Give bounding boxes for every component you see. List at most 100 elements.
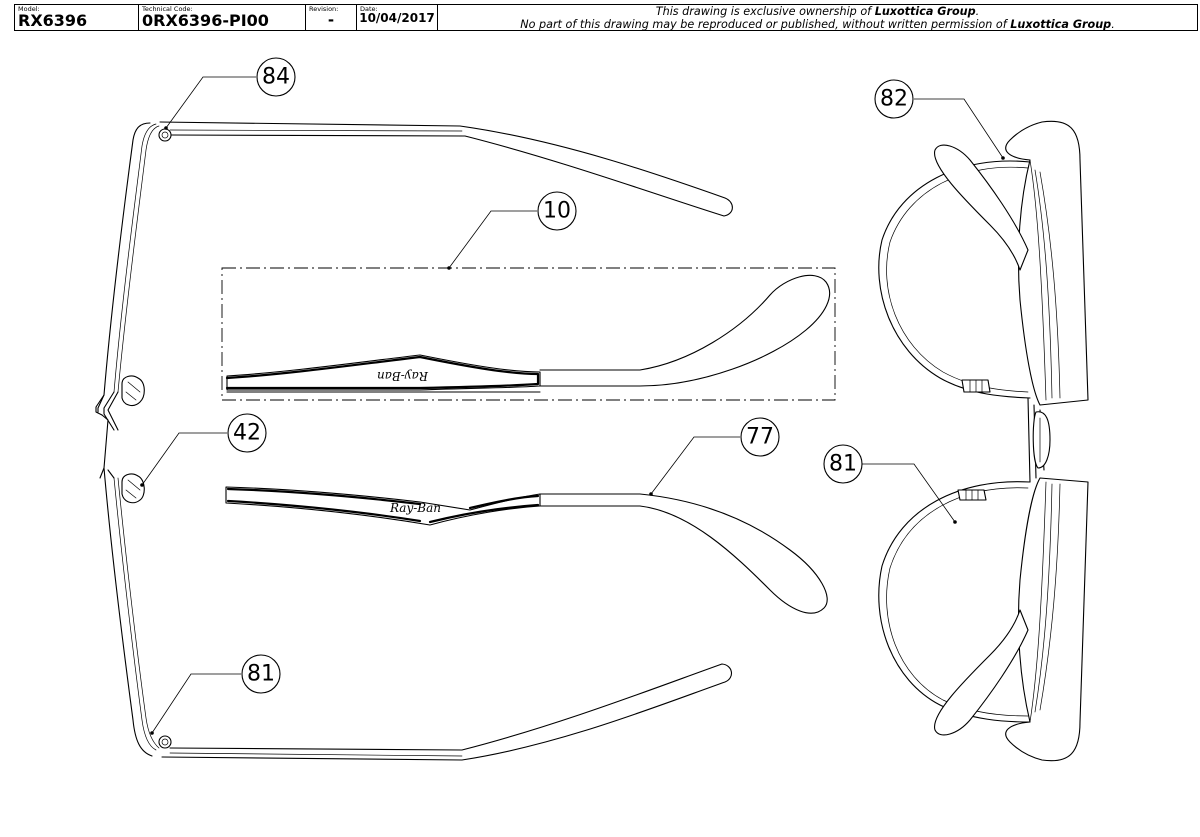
date-cell: Date: 10/04/2017 <box>357 5 438 30</box>
lower-temple-edge <box>169 752 463 757</box>
bubble-84 <box>256 57 296 97</box>
front-rim-lower-inner <box>113 477 157 751</box>
callout-42-label: 42 <box>233 421 261 446</box>
detail-temple-arm <box>539 274 831 387</box>
leader-82-dot <box>1001 156 1005 160</box>
callout-bottom-hinge: 81 <box>150 654 281 735</box>
callout-81a-label: 81 <box>247 662 275 687</box>
side-temple-arm <box>539 493 828 614</box>
upper-temple-edge <box>169 129 463 132</box>
ownership-notice: This drawing is exclusive ownership of L… <box>438 5 1197 31</box>
detail-box <box>221 267 836 401</box>
leader-10-dot <box>447 266 451 270</box>
top-hinge-screw <box>158 128 172 142</box>
technical-code-value: 0RX6396-PI00 <box>142 11 269 30</box>
date-caption: Date: <box>360 5 378 13</box>
front-lower-rim <box>878 481 1031 723</box>
lower-temple <box>161 663 732 761</box>
side-logo: Ray-Ban <box>389 501 441 515</box>
front-rim-upper-inner-2 <box>117 125 160 393</box>
model-caption: Model: <box>18 5 40 13</box>
nose-pad-lower <box>121 473 145 504</box>
callout-84-label: 84 <box>262 65 290 90</box>
upper-temple <box>159 121 733 217</box>
bottom-hinge-screw-inner <box>161 738 169 746</box>
notice-line-1: This drawing is exclusive ownership of L… <box>655 5 980 18</box>
front-lower-temple-edge-1 <box>1029 481 1047 723</box>
side-temple-sleeve <box>225 486 541 526</box>
bubble-77 <box>740 417 780 457</box>
callout-front-rim: 82 <box>874 79 1005 160</box>
leader-42-dot <box>140 483 144 487</box>
model-cell: Model: RX6396 <box>15 5 139 30</box>
front-lower-temple-edge-3 <box>1039 483 1061 711</box>
callout-temple-tip: 77 <box>649 417 780 496</box>
bubble-42 <box>227 413 267 453</box>
leader-82 <box>914 98 1004 159</box>
callout-front-lens: 81 <box>823 444 957 524</box>
front-lower-temple-edge-2 <box>1034 483 1053 713</box>
front-rim-lower <box>101 414 153 757</box>
model-value: RX6396 <box>18 11 88 30</box>
front-upper-hinge-detail <box>969 379 983 393</box>
bubble-10 <box>537 191 577 231</box>
callout-81b-label: 81 <box>829 452 857 477</box>
nose-pad-upper-detail <box>125 381 141 401</box>
detail-temple-sleeve-outline <box>225 355 540 390</box>
bridge <box>97 391 119 479</box>
callout-temple-detail: 10 <box>447 191 577 270</box>
revision-cell: Revision: - <box>306 5 357 30</box>
side-temple-sleeve-outline <box>226 487 540 524</box>
top-view <box>95 121 733 761</box>
side-view: Ray-Ban <box>225 486 828 614</box>
detail-temple-sleeve <box>226 354 541 391</box>
leader-77 <box>650 436 740 495</box>
front-rim-lower-inner-2 <box>117 477 160 749</box>
callout-nose-pad: 42 <box>140 413 267 487</box>
technical-code-caption: Technical Code: <box>142 5 193 13</box>
top-hinge-screw-inner <box>161 131 169 139</box>
bubble-81a <box>241 654 281 694</box>
leader-77-dot <box>649 492 653 496</box>
front-lower-hinge-detail <box>965 489 979 501</box>
notice-company-1: Luxottica Group <box>874 5 976 18</box>
front-lower-temple-tip <box>934 609 1029 736</box>
date-value: 10/04/2017 <box>359 11 435 25</box>
front-upper-temple-edge-3 <box>1039 171 1061 399</box>
leader-81b-dot <box>953 520 957 524</box>
leader-81b <box>862 463 956 523</box>
leader-84 <box>165 76 256 129</box>
callout-82-label: 82 <box>880 87 908 112</box>
nose-pad-upper <box>121 375 145 407</box>
front-rim-upper <box>95 122 151 416</box>
leader-84-dot <box>164 126 168 130</box>
notice-line-2: No part of this drawing may be reproduce… <box>520 18 1115 31</box>
leader-81a-dot <box>150 731 154 735</box>
callout-top-hinge: 84 <box>164 57 296 130</box>
detail-logo: Ray-Ban <box>377 369 429 383</box>
callout-77-label: 77 <box>746 425 774 450</box>
bottom-hinge-screw <box>158 735 172 749</box>
front-view <box>878 120 1089 762</box>
front-rim-upper-inner <box>113 123 157 393</box>
bubble-81b <box>823 444 863 484</box>
notice-company-2: Luxottica Group <box>1010 18 1112 31</box>
bubble-82 <box>874 79 914 119</box>
temple-detail-view: Ray-Ban <box>221 267 836 401</box>
front-upper-temple-tip <box>934 144 1029 271</box>
leader-81a <box>151 673 241 734</box>
leader-10 <box>448 210 537 269</box>
callout-10-label: 10 <box>543 199 571 224</box>
front-upper-rim-inner <box>886 166 1029 393</box>
revision-caption: Revision: <box>309 5 339 13</box>
revision-value: - <box>327 11 335 29</box>
title-block: Model: RX6396 Technical Code: 0RX6396-PI… <box>14 4 1198 31</box>
front-nose-pad <box>1032 411 1051 469</box>
front-upper-temple-edge-1 <box>1029 159 1047 401</box>
nose-pad-lower-detail <box>125 479 141 499</box>
front-upper-temple-edge-2 <box>1034 169 1053 399</box>
leader-42 <box>141 432 227 486</box>
technical-code-cell: Technical Code: 0RX6396-PI00 <box>139 5 306 30</box>
front-upper-rim <box>878 160 1031 399</box>
